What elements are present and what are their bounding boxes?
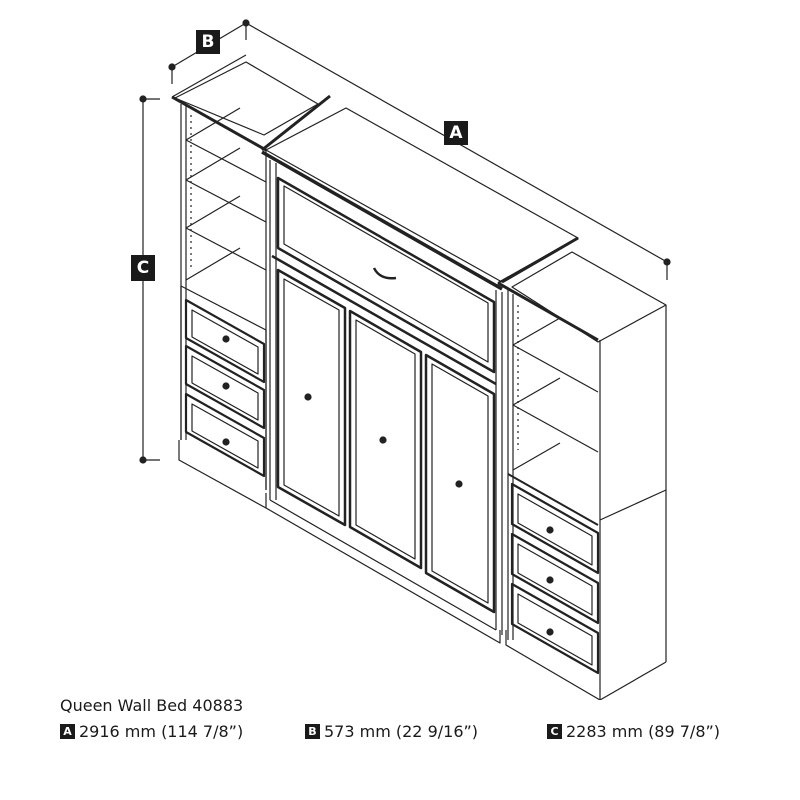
badge-c: C (547, 724, 562, 739)
badge-a: A (60, 724, 75, 739)
dimension-badge-a: A (444, 121, 468, 145)
dimension-badge-b: B (196, 30, 220, 54)
dimension-specs: A 2916 mm (114 7/8”) B 573 mm (22 9/16”)… (60, 722, 780, 746)
badge-b: B (305, 724, 320, 739)
spec-width: A 2916 mm (114 7/8”) (60, 722, 243, 741)
spec-width-value: 2916 mm (114 7/8”) (79, 722, 244, 741)
right-storage-tower (497, 237, 667, 700)
dimension-line-a (245, 22, 671, 280)
wall-bed-diagram (139, 19, 671, 700)
center-wall-bed-cabinet (261, 94, 579, 644)
spec-depth: B 573 mm (22 9/16”) (305, 722, 478, 741)
dimension-badge-c: C (131, 255, 155, 281)
product-caption: Queen Wall Bed 40883 A 2916 mm (114 7/8”… (60, 696, 780, 741)
left-storage-tower (171, 54, 319, 509)
spec-height-value: 2283 mm (89 7/8”) (566, 722, 721, 741)
product-title: Queen Wall Bed 40883 (60, 696, 244, 715)
spec-depth-value: 573 mm (22 9/16”) (324, 722, 479, 741)
spec-height: C 2283 mm (89 7/8”) (547, 722, 720, 741)
